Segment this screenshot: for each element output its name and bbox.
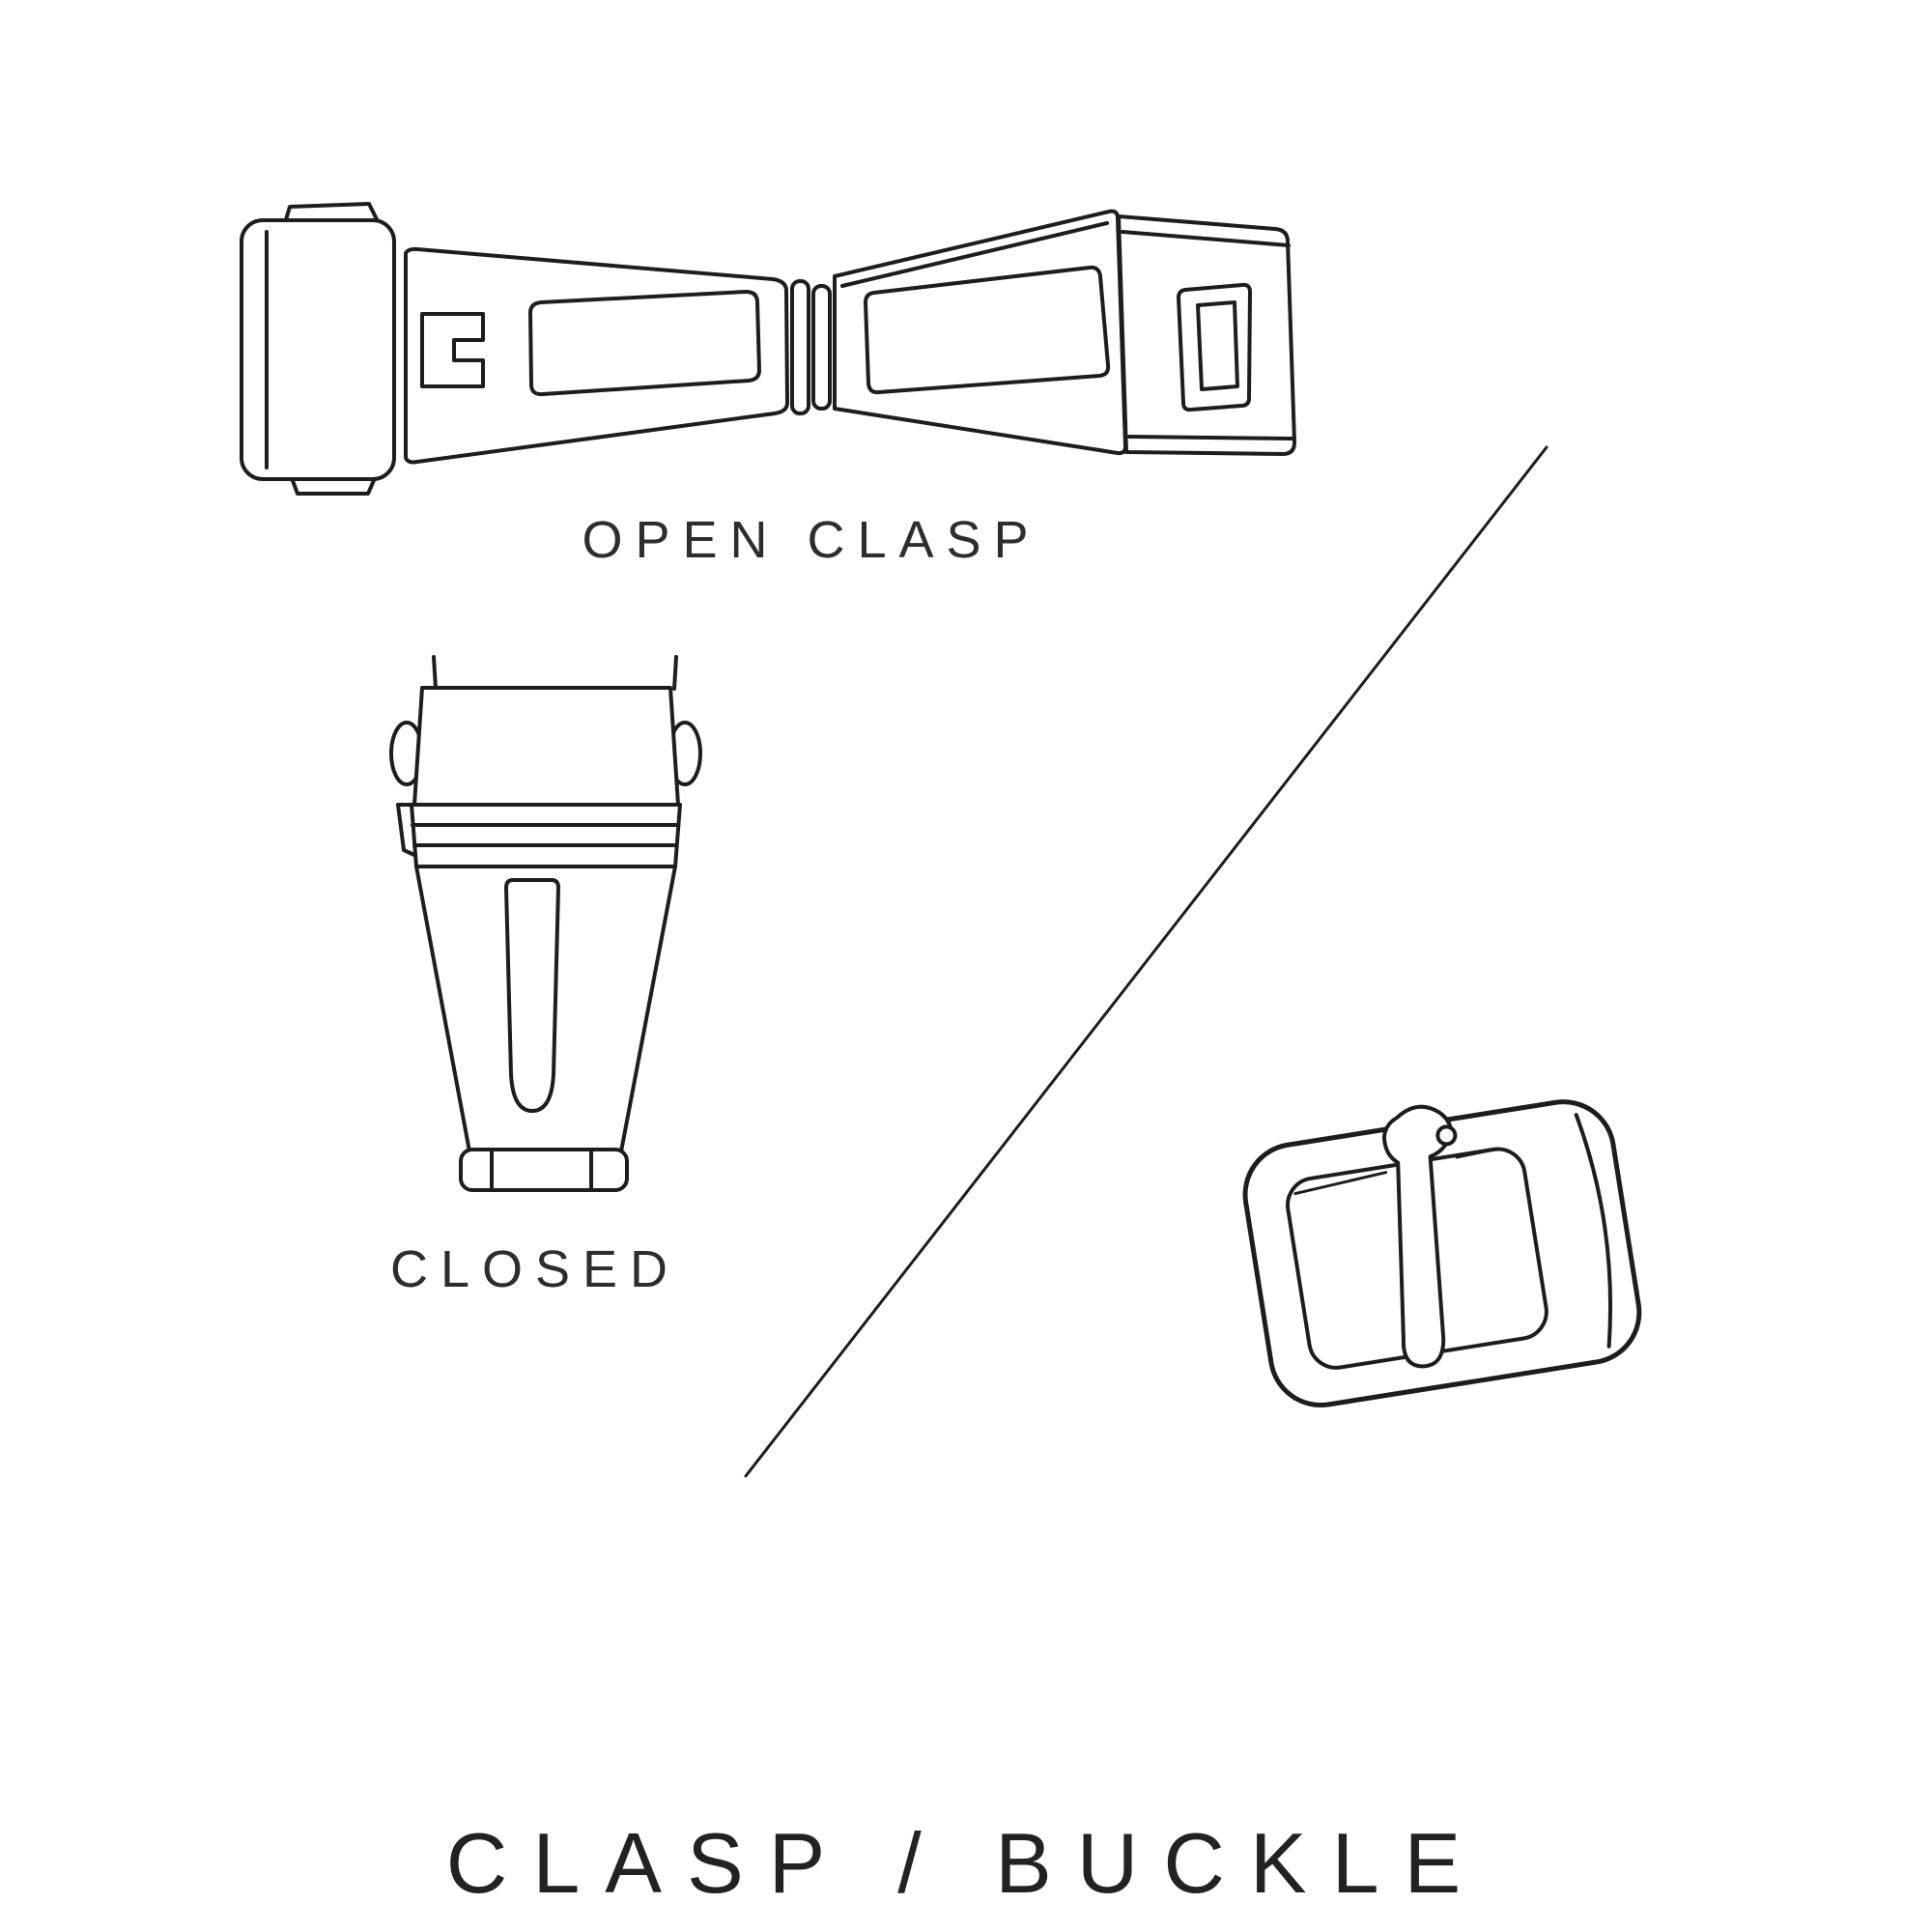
open-clasp-end-plate-bottom-edge bbox=[1127, 435, 1293, 440]
closed-clasp-prong-right bbox=[672, 655, 678, 691]
open-clasp-keeper-inner bbox=[1196, 300, 1239, 391]
closed-clasp-illustration bbox=[389, 655, 702, 1192]
closed-clasp-band bbox=[410, 803, 682, 868]
open-clasp-hinge-bar-2 bbox=[811, 284, 832, 411]
open-clasp-end-plate-top-edge bbox=[1121, 230, 1291, 247]
open-clasp-right-arm-cutout bbox=[864, 265, 1111, 395]
open-clasp-right-arm-edge bbox=[840, 221, 1109, 288]
diagram-title: CLASP / BUCKLE bbox=[445, 1815, 1487, 1911]
buckle-pin-loop bbox=[1435, 1124, 1458, 1147]
closed-clasp-label: CLOSED bbox=[389, 1240, 681, 1298]
closed-clasp-prong-left bbox=[432, 655, 438, 691]
buckle-pin-right bbox=[1455, 1147, 1499, 1159]
closed-clasp-slot bbox=[504, 878, 560, 1113]
open-clasp-label: OPEN CLASP bbox=[582, 511, 1041, 569]
buckle-illustration bbox=[1242, 1099, 1642, 1408]
open-clasp-hook-notch bbox=[420, 312, 485, 388]
buckle-right-band-curve bbox=[1574, 1113, 1613, 1349]
open-clasp-hinge-bar-1 bbox=[790, 279, 810, 415]
closed-clasp-bottom-bar bbox=[459, 1148, 629, 1192]
open-clasp-illustration bbox=[240, 202, 1296, 496]
closed-clasp-top-plate bbox=[412, 686, 680, 807]
buckle-pin-left bbox=[1293, 1171, 1388, 1196]
open-clasp-left-cover bbox=[240, 218, 396, 481]
buckle-prong bbox=[1381, 1104, 1453, 1369]
divider-line bbox=[744, 445, 1548, 1478]
open-clasp-keeper bbox=[1177, 282, 1252, 412]
open-clasp-left-arm-cutout bbox=[528, 290, 761, 397]
